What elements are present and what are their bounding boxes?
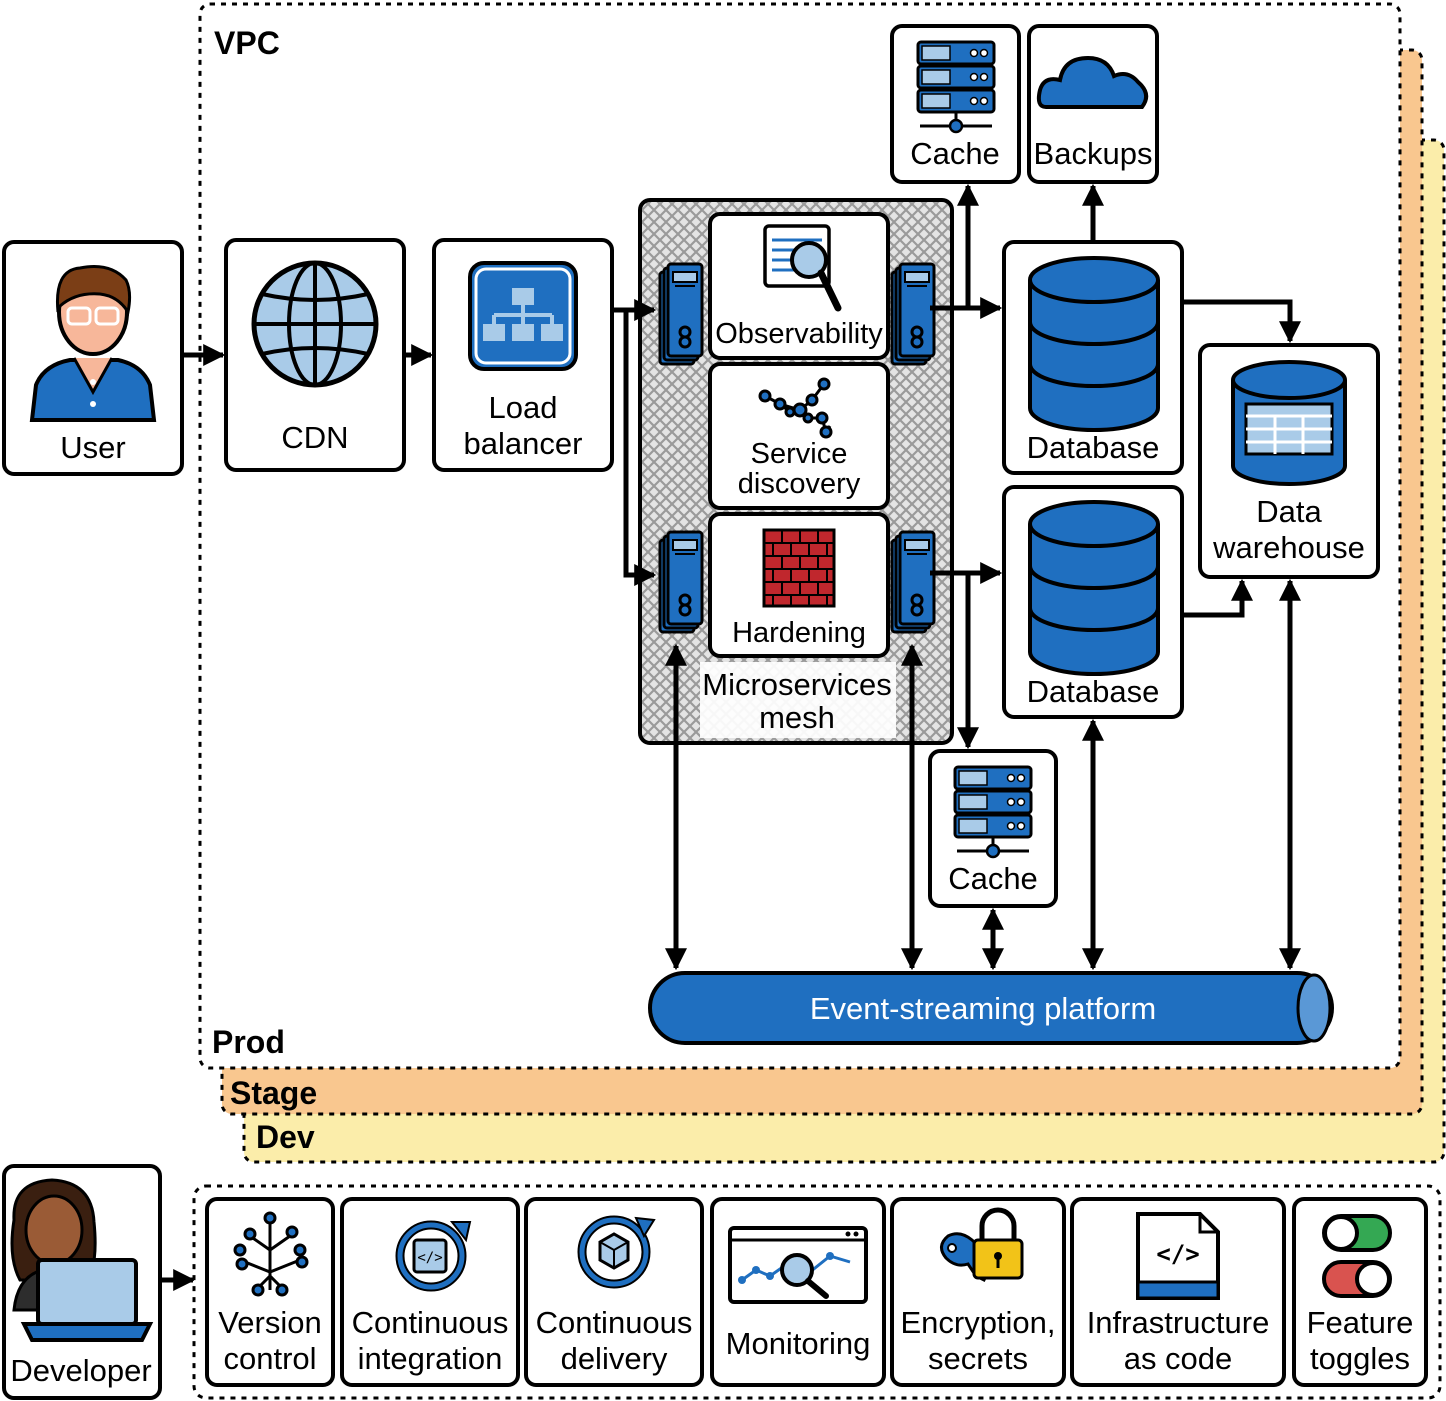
load-balancer-label-line2: balancer bbox=[464, 426, 583, 461]
service-rack-icon bbox=[658, 530, 704, 634]
tool-label-line2: secrets bbox=[928, 1341, 1028, 1376]
mesh-label-line2: mesh bbox=[759, 700, 835, 735]
tool-label-line2: control bbox=[223, 1341, 316, 1376]
continuous-integration-icon: </> bbox=[395, 1220, 472, 1292]
cloud-icon bbox=[1036, 55, 1149, 109]
database-bottom-label: Database bbox=[1027, 674, 1160, 709]
cache-bottom-label: Cache bbox=[948, 861, 1038, 896]
load-balancer-label-line1: Load bbox=[489, 390, 558, 425]
tool-version-control: Version control bbox=[205, 1197, 335, 1387]
database-top-label: Database bbox=[1027, 430, 1160, 465]
encryption-secrets-icon bbox=[940, 1207, 1024, 1283]
prod-label: Prod bbox=[212, 1024, 285, 1060]
service-rack-icon bbox=[890, 262, 936, 366]
service-discovery-icon bbox=[758, 377, 833, 439]
cdn-node: CDN bbox=[224, 238, 406, 472]
service-rack-icon bbox=[890, 530, 936, 634]
tool-label-line1: Encryption, bbox=[900, 1305, 1055, 1340]
tool-label-line1: Continuous bbox=[352, 1305, 509, 1340]
data-warehouse-icon bbox=[1231, 360, 1347, 486]
tool-label-line1: Monitoring bbox=[726, 1326, 871, 1361]
tool-label-line2: toggles bbox=[1310, 1341, 1410, 1376]
continuous-delivery-icon bbox=[577, 1215, 656, 1289]
service-discovery-label-line2: discovery bbox=[738, 468, 861, 500]
svg-text:</>: </> bbox=[1156, 1240, 1199, 1268]
infrastructure-as-code-icon: </> bbox=[1136, 1212, 1220, 1300]
service-discovery-node: Service discovery bbox=[708, 362, 890, 510]
tool-label-line1: Continuous bbox=[536, 1305, 693, 1340]
hardening-label: Hardening bbox=[732, 617, 866, 649]
database-icon bbox=[1028, 500, 1160, 676]
load-balancer-icon bbox=[468, 261, 578, 371]
connectors bbox=[160, 183, 1302, 1292]
tool-label-line1: Infrastructure bbox=[1087, 1305, 1270, 1340]
stage-label: Stage bbox=[230, 1075, 317, 1111]
observability-node: Observability bbox=[708, 212, 890, 360]
cache-top-label: Cache bbox=[910, 136, 1000, 171]
tool-label-line1: Feature bbox=[1307, 1305, 1414, 1340]
user-icon bbox=[29, 265, 157, 422]
backups-label: Backups bbox=[1034, 136, 1153, 171]
database-icon bbox=[1028, 256, 1160, 432]
service-rack-icon bbox=[658, 262, 704, 366]
feature-toggles-icon bbox=[1322, 1214, 1392, 1298]
globe-icon bbox=[251, 260, 379, 388]
developer-icon bbox=[10, 1178, 154, 1342]
tool-continuous-delivery: Continuous delivery bbox=[524, 1197, 704, 1387]
monitoring-icon bbox=[728, 1226, 868, 1304]
tool-feature-toggles: Feature toggles bbox=[1292, 1197, 1428, 1387]
user-node: User bbox=[2, 240, 184, 476]
database-top-node: Database bbox=[1002, 240, 1184, 475]
hardening-node: Hardening bbox=[708, 512, 890, 658]
tool-label-line2: delivery bbox=[561, 1341, 668, 1376]
load-balancer-node: Load balancer bbox=[432, 238, 614, 472]
event-streaming-label: Event-streaming platform bbox=[810, 991, 1156, 1026]
tool-infrastructure-as-code: </> Infrastructure as code bbox=[1070, 1197, 1286, 1387]
microservices-mesh: Microservices mesh Observability bbox=[638, 198, 954, 745]
service-discovery-label-line1: Service bbox=[751, 438, 848, 470]
backups-node: Backups bbox=[1027, 24, 1159, 184]
tool-label-line1: Version bbox=[218, 1305, 321, 1340]
tool-encryption-secrets: Encryption, secrets bbox=[890, 1197, 1066, 1387]
dev-label: Dev bbox=[256, 1119, 315, 1155]
mesh-label-line1: Microservices bbox=[702, 667, 891, 702]
tool-label-line2: as code bbox=[1124, 1341, 1233, 1376]
version-control-icon bbox=[233, 1211, 309, 1297]
tool-label-line2: integration bbox=[358, 1341, 503, 1376]
vpc-label: VPC bbox=[214, 25, 280, 61]
cache-top-node: Cache bbox=[890, 24, 1021, 184]
cache-bottom-node: Cache bbox=[928, 749, 1058, 908]
database-bottom-node: Database bbox=[1002, 485, 1184, 719]
developer-node: Developer bbox=[2, 1164, 162, 1400]
firewall-icon bbox=[762, 528, 836, 608]
data-warehouse-label-line2: warehouse bbox=[1212, 530, 1365, 565]
svg-text:</>: </> bbox=[417, 1250, 442, 1266]
data-warehouse-label-line1: Data bbox=[1256, 494, 1322, 529]
data-warehouse-node: Data warehouse bbox=[1198, 343, 1380, 579]
event-streaming-platform: Event-streaming platform bbox=[648, 971, 1334, 1045]
observability-icon bbox=[763, 224, 842, 312]
developer-label: Developer bbox=[10, 1353, 151, 1388]
user-label: User bbox=[60, 430, 125, 465]
cdn-label: CDN bbox=[281, 420, 348, 455]
tool-monitoring: Monitoring bbox=[710, 1197, 886, 1387]
observability-label: Observability bbox=[715, 318, 883, 350]
tool-continuous-integration: </> Continuous integration bbox=[340, 1197, 520, 1387]
